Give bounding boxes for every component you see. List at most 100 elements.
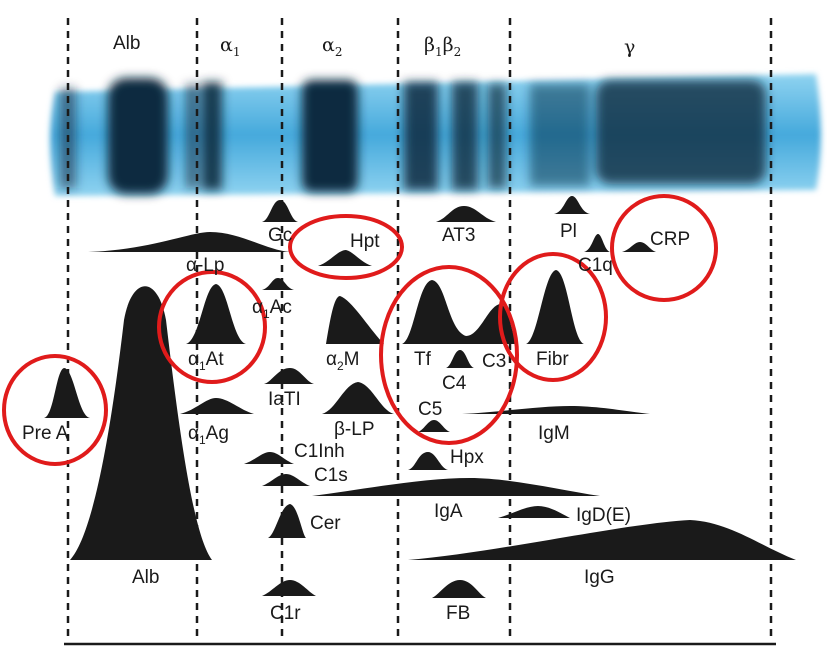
peak-alpha1-at (186, 284, 246, 344)
peak-fibr (526, 270, 584, 344)
peak-alpha-lp (88, 232, 290, 252)
peak-c4 (446, 350, 474, 368)
peak-cer (268, 504, 306, 538)
header-gamma: γ (624, 36, 636, 58)
label-iga: IgA (434, 501, 463, 522)
header-alpha2-symbol: α (322, 34, 335, 56)
label-alb-bottom: Alb (132, 567, 160, 588)
label-fibr: Fibr (536, 349, 569, 370)
peak-alpha1-ac (262, 278, 294, 290)
circle-pre-a (2, 354, 108, 466)
label-c4: C4 (442, 373, 467, 394)
label-c3: C3 (482, 351, 507, 372)
peak-hpx (408, 452, 448, 470)
label-alpha1-ag-subscript: 1 (198, 432, 206, 447)
protein-peaks (44, 196, 796, 598)
label-alpha2-m: α2M (326, 350, 360, 372)
circle-fibr (498, 252, 608, 382)
label-at3: AT3 (442, 225, 476, 246)
header-alpha2-subscript: 2 (334, 44, 343, 59)
label-gc: Gc (268, 225, 293, 246)
gel-band-alpha2 (302, 80, 358, 192)
label-c5: C5 (418, 399, 443, 420)
peak-c5 (418, 420, 450, 432)
gel-band-gamma-1 (530, 84, 590, 186)
peak-c1s (262, 474, 310, 486)
label-alpha1-ac-name: Ac (269, 297, 292, 318)
peak-beta-lp (322, 382, 394, 414)
gel-band-beta1 (404, 82, 438, 190)
label-alpha1-at: α1At (188, 350, 224, 372)
label-alpha1-at-symbol: α (188, 349, 199, 370)
label-alpha2-m-symbol: α (326, 349, 337, 370)
gel-band-gamma-2 (596, 80, 766, 184)
label-alpha1-at-subscript: 1 (198, 358, 206, 373)
header-beta1-subscript: 1 (434, 44, 443, 59)
gel-band-alpha1-b (202, 82, 222, 190)
header-alpha1-symbol: α (220, 34, 233, 56)
peak-igm (462, 406, 650, 414)
label-c1s: C1s (314, 465, 348, 486)
label-iati: IaTI (268, 389, 301, 410)
peak-c1inh (244, 452, 294, 464)
peak-pl (554, 196, 590, 214)
peak-alpha1-ag (180, 398, 254, 414)
label-igg: IgG (584, 567, 615, 588)
gel-band-albumin (108, 78, 168, 194)
peak-c1q (584, 234, 610, 252)
circle-hpt (288, 214, 404, 280)
peak-igde (498, 506, 570, 518)
peak-iga (312, 478, 600, 496)
label-tf: Tf (414, 349, 431, 370)
label-igm: IgM (538, 423, 570, 444)
label-c1inh: C1Inh (294, 441, 345, 462)
label-c1r: C1r (270, 603, 301, 624)
peak-at3 (436, 206, 496, 222)
highlight-circles (2, 194, 718, 466)
label-alpha1-ac: α1Ac (252, 298, 292, 320)
label-crp: CRP (650, 229, 691, 250)
label-alpha1-ag-symbol: α (188, 423, 199, 444)
peak-pre-a (44, 368, 90, 418)
peak-iati (264, 368, 314, 384)
header-beta2-subscript: 2 (453, 44, 462, 59)
header-alpha1-subscript: 1 (232, 44, 241, 59)
gel-band-beta2-a (452, 82, 478, 190)
header-beta2-symbol: β (442, 34, 454, 56)
peak-hpt (318, 250, 372, 266)
peak-alpha2-m (326, 296, 384, 344)
label-alpha1-ac-subscript: 1 (262, 306, 270, 321)
peak-albumin (70, 286, 212, 560)
label-beta-lp: β-LP (334, 419, 375, 440)
label-alpha1-ag-name: Ag (205, 423, 229, 444)
header-albumin: Alb (113, 33, 141, 54)
label-hpx: Hpx (450, 447, 484, 468)
peak-c1r (262, 580, 316, 596)
label-alpha-lp: α-Lp (186, 255, 225, 276)
label-alpha1-ac-symbol: α (252, 297, 263, 318)
label-igde: IgD(E) (576, 505, 631, 526)
label-c1q: C1q (578, 255, 613, 276)
peak-gc (262, 200, 298, 222)
label-fb: FB (446, 603, 471, 624)
circle-crp (610, 194, 718, 302)
gel-strip (50, 74, 821, 196)
peak-fb (432, 580, 486, 598)
label-pl: Pl (560, 221, 577, 242)
label-alpha2-m-subscript: 2 (336, 358, 344, 373)
gel-band-beta2-b (488, 84, 506, 188)
circle-alpha1-at (157, 270, 267, 384)
label-alpha1-ag: α1Ag (188, 424, 229, 446)
header-beta: β1β2 (424, 36, 461, 58)
label-alpha1-at-name: At (205, 349, 224, 370)
label-alpha2-m-name: M (343, 349, 360, 370)
header-alpha1: α1 (220, 36, 240, 58)
header-alpha2: α2 (322, 36, 342, 58)
peak-igg (408, 520, 796, 560)
gel-band-alpha1-a (186, 84, 198, 188)
circle-tf-c3-c4 (379, 265, 519, 445)
label-cer: Cer (310, 513, 341, 534)
peak-crp (622, 242, 656, 252)
